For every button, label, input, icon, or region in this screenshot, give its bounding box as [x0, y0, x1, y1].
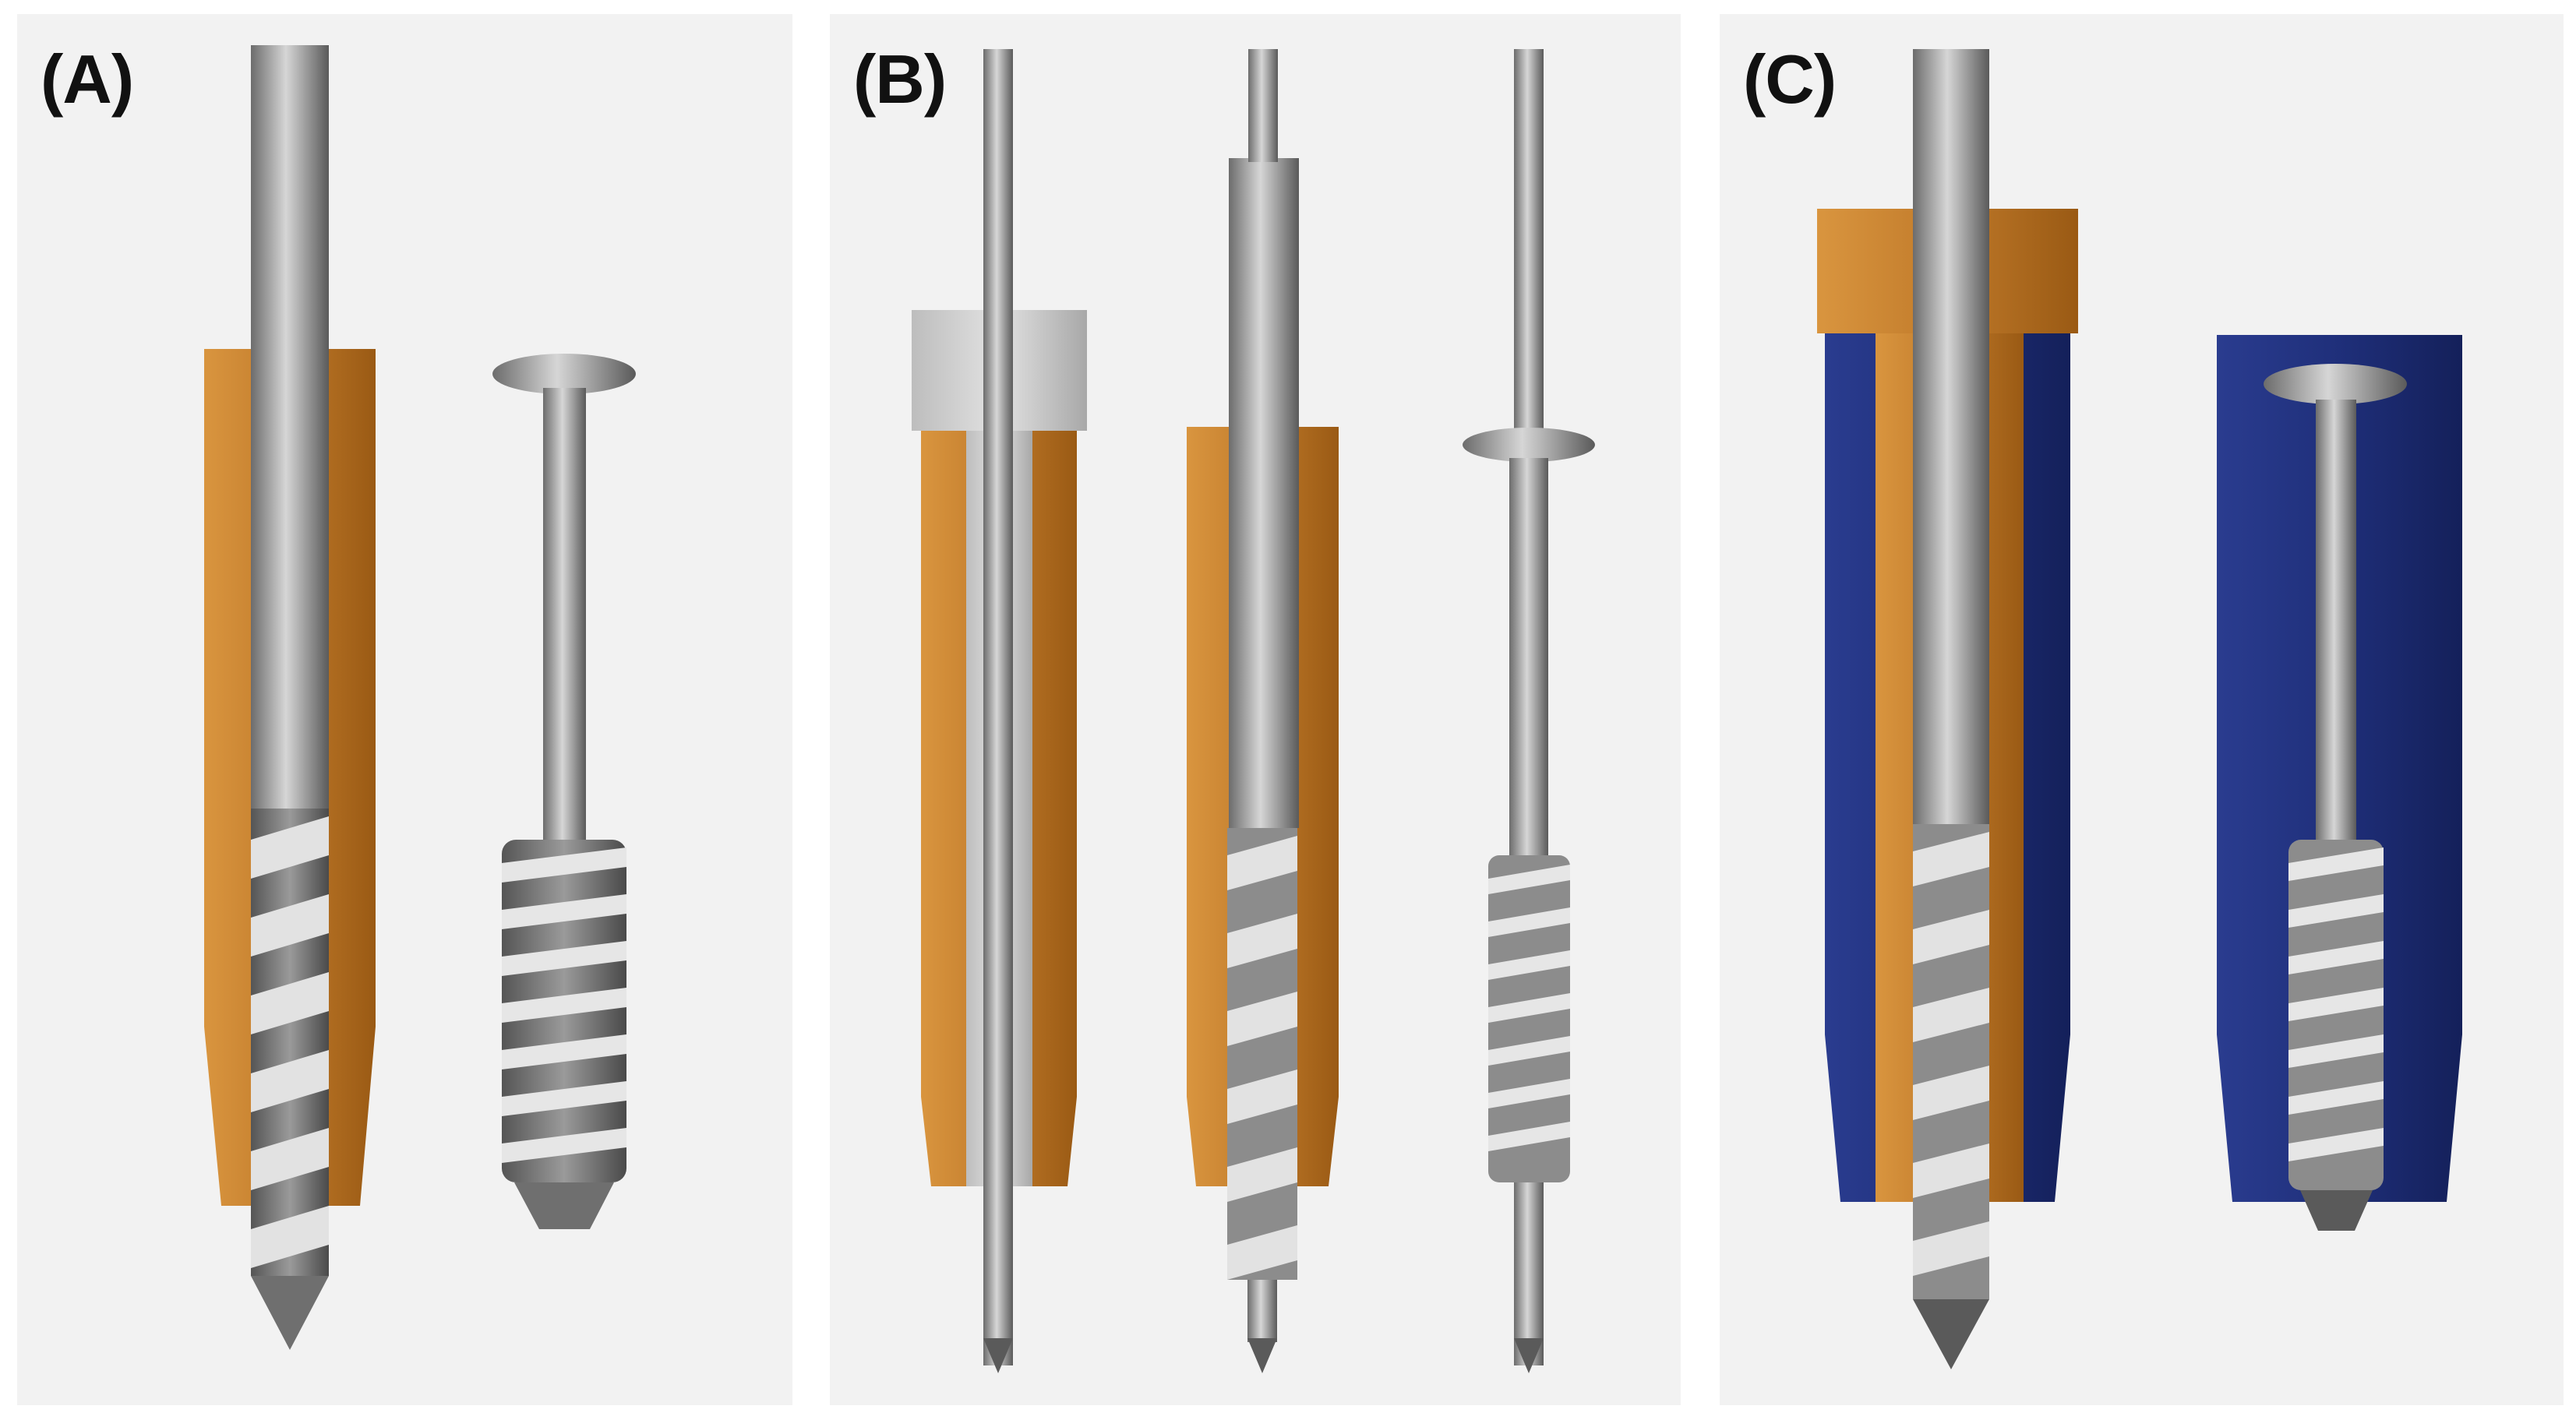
panel-label-c: (C): [1743, 41, 1837, 118]
screw-head: [492, 354, 636, 394]
drill-flutes: [251, 809, 329, 1276]
guide-wire-middle-bottom: [1247, 1280, 1277, 1342]
guide-wire-left: [983, 49, 1013, 1365]
screw-tip: [514, 1182, 614, 1229]
panel-label-a: (A): [41, 41, 134, 118]
screw-shaft-right: [1509, 458, 1548, 863]
guide-wire-tip-middle: [1247, 1338, 1277, 1373]
panel-a-illustration: [204, 45, 636, 1350]
guide-wire-tip-left: [983, 1338, 1013, 1373]
thread-highlights-c: [2288, 847, 2384, 1161]
panel-a: (A): [17, 14, 792, 1405]
drill-flutes-c: [1913, 824, 1989, 1299]
guide-wire-middle-top: [1248, 49, 1278, 162]
screw-head-right: [1463, 428, 1595, 462]
drill-shaft: [251, 45, 329, 816]
panel-c: (C): [1720, 14, 2564, 1405]
guide-wire-tip-right: [1514, 1338, 1544, 1373]
stepped-drill-flutes: [1227, 828, 1297, 1280]
screw-threads: [502, 840, 626, 1182]
thread-highlights-right: [1488, 865, 1570, 1151]
drill-tip-c: [1913, 1299, 1989, 1369]
panel-c-illustration: [1817, 49, 2462, 1369]
screw-shaft: [543, 388, 586, 855]
panel-b-illustration: [912, 49, 1595, 1373]
panel-label-b: (B): [853, 41, 947, 118]
drill-shaft-c: [1913, 49, 1989, 828]
flute-highlights-middle: [1227, 836, 1297, 1280]
panel-b: (B): [830, 14, 1681, 1405]
flute-highlights-c: [1913, 832, 1989, 1276]
stepped-drill-shaft: [1229, 158, 1299, 828]
drill-tip: [251, 1276, 329, 1350]
screw-head-c: [2264, 364, 2407, 404]
screw-tip-c: [2300, 1190, 2373, 1231]
screw-shaft-c: [2316, 400, 2356, 851]
